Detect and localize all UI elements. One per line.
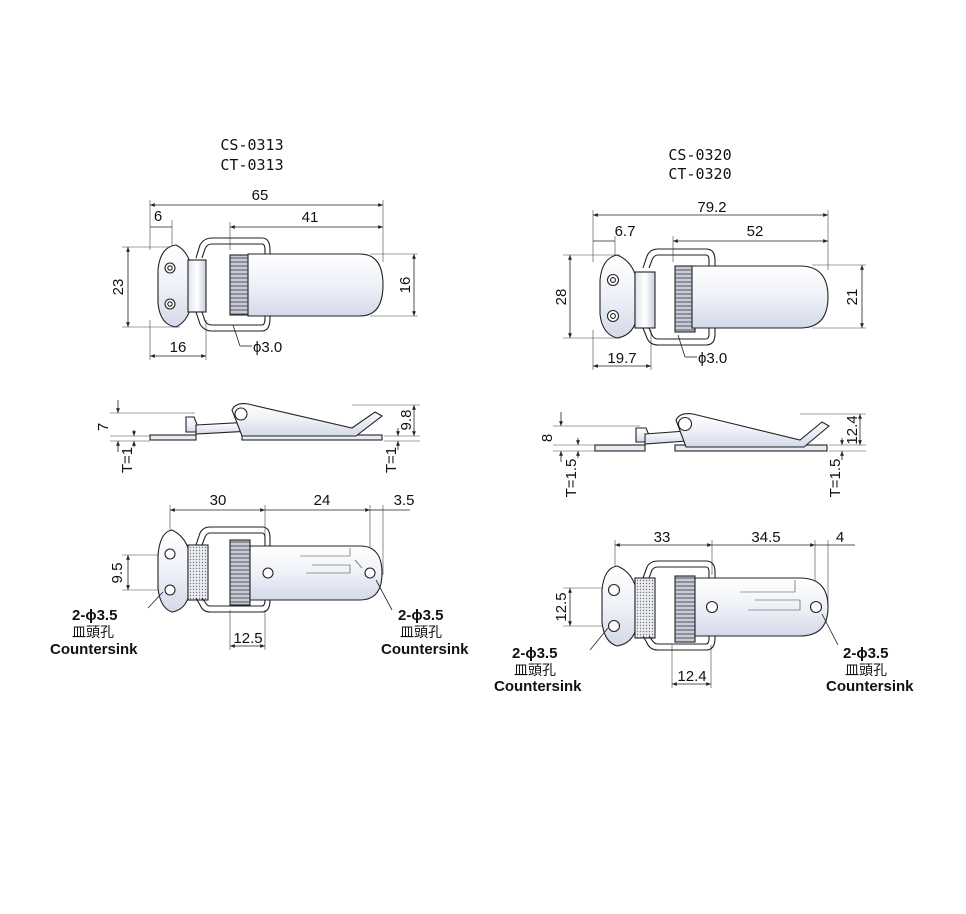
hole-diameter-label-right: ϕ3.0 — [698, 350, 727, 367]
left-top-view: 65 6 41 23 16 16 ϕ3.0 — [110, 187, 418, 360]
dim-23: 23 — [110, 279, 127, 296]
countersink-right-jp: 皿頭孔 — [400, 624, 442, 640]
dim-6: 6 — [154, 208, 162, 225]
hole-diameter-label: ϕ3.0 — [253, 339, 282, 356]
countersink-left-qty-right-model: 2-ϕ3.5 — [512, 645, 557, 662]
dim-41: 41 — [302, 209, 319, 226]
right-model-code-cs: CS-0320 — [668, 146, 731, 164]
right-model: CS-0320 CT-0320 79.2 6.7 52 28 21 19. — [494, 146, 914, 695]
dim-16-width: 16 — [170, 339, 187, 356]
dim-16-height: 16 — [397, 277, 414, 294]
dim-21: 21 — [844, 289, 861, 306]
countersink-right-jp-right-model: 皿頭孔 — [845, 662, 887, 678]
dim-9-8: 9.8 — [398, 410, 415, 431]
dim-19-7: 19.7 — [607, 350, 636, 367]
latch-body — [247, 253, 384, 317]
countersink-right-en: Countersink — [381, 641, 469, 658]
thickness-right: T=1 — [383, 447, 400, 473]
countersink-left-jp-right-model: 皿頭孔 — [514, 662, 556, 678]
countersink-left-jp: 皿頭孔 — [72, 624, 114, 640]
dim-7: 7 — [95, 423, 112, 431]
left-model-code-ct: CT-0313 — [220, 156, 283, 174]
dim-34-5: 34.5 — [751, 529, 780, 546]
thickness-left-right-model: T=1.5 — [563, 459, 580, 498]
dim-79-2: 79.2 — [697, 199, 726, 216]
countersink-right-en-right-model: Countersink — [826, 678, 914, 695]
countersink-left-en: Countersink — [50, 641, 138, 658]
dim-52: 52 — [747, 223, 764, 240]
dim-12-5: 12.5 — [233, 630, 262, 647]
dim-12-4: 12.4 — [677, 668, 706, 685]
right-side-view: 8 T=1.5 12.4 T=1.5 — [539, 412, 866, 497]
dim-8: 8 — [539, 434, 556, 442]
left-bottom-view: 30 24 3.5 9.5 12.5 2-ϕ3.5 皿 — [50, 492, 469, 658]
thickness-left: T=1 — [119, 447, 136, 473]
thickness-right-right-model: T=1.5 — [827, 459, 844, 498]
countersink-right-qty-right-model: 2-ϕ3.5 — [843, 645, 888, 662]
dim-12-5-right: 12.5 — [553, 592, 570, 621]
countersink-right-qty: 2-ϕ3.5 — [398, 607, 443, 624]
left-side-view: 7 T=1 9.8 T=1 — [95, 400, 420, 473]
dim-33: 33 — [654, 529, 671, 546]
dim-28: 28 — [553, 289, 570, 306]
dim-24: 24 — [314, 492, 331, 509]
dim-65: 65 — [252, 187, 269, 204]
latch-side-profile — [231, 403, 383, 437]
dim-4: 4 — [836, 529, 844, 546]
right-model-code-ct: CT-0320 — [668, 165, 731, 183]
dim-30: 30 — [210, 492, 227, 509]
left-model-code-cs: CS-0313 — [220, 136, 283, 154]
dim-9-5: 9.5 — [109, 563, 126, 584]
dim-6-7: 6.7 — [615, 223, 636, 240]
dim-12-4-height: 12.4 — [844, 415, 861, 444]
right-bottom-view: 33 34.5 4 12.5 12.4 2-ϕ3.5 皿頭孔 — [494, 529, 914, 695]
dim-3-5: 3.5 — [394, 492, 415, 509]
countersink-left-qty: 2-ϕ3.5 — [72, 607, 117, 624]
left-model: CS-0313 CT-0313 65 6 41 23 16 — [50, 136, 469, 658]
right-top-view: 79.2 6.7 52 28 21 19.7 ϕ3.0 — [553, 199, 866, 370]
countersink-left-en-right-model: Countersink — [494, 678, 582, 695]
mounting-plate — [157, 244, 191, 328]
